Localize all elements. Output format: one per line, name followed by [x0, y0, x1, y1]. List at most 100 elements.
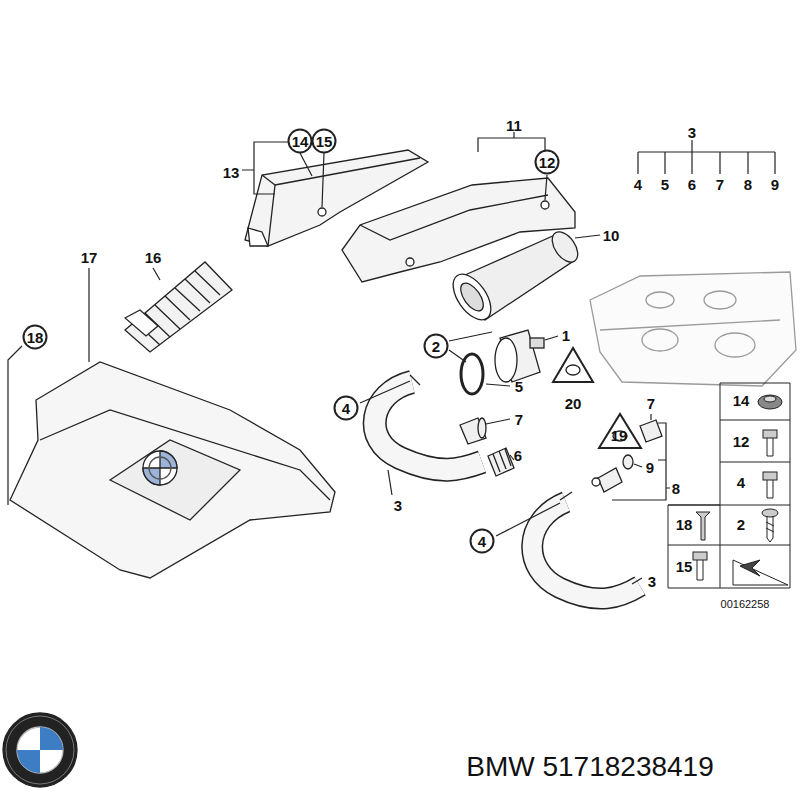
fastener-table [763, 430, 777, 438]
engine-cover [10, 362, 335, 578]
intake-hose [375, 375, 640, 599]
engine-cover [143, 468, 160, 485]
brand-logo [3, 713, 77, 787]
callout-circle-outline [335, 397, 358, 420]
callout-number: 5 [661, 177, 669, 192]
callout-circle: 4 [469, 528, 495, 554]
callout-number: 15 [676, 559, 693, 574]
leader-line [545, 175, 547, 200]
callout-number: 00162258 [721, 599, 770, 610]
callout-circle-outline [471, 530, 494, 553]
small-part [598, 468, 622, 492]
callout-number: 14 [292, 134, 309, 149]
small-part [488, 448, 514, 476]
fastener-table [764, 396, 776, 402]
air-mass-meter [461, 354, 483, 394]
filter-housing [406, 258, 414, 266]
valve-cover [646, 292, 674, 308]
callout-number: 19 [611, 428, 628, 443]
warning-label [566, 365, 580, 375]
fastener-table [767, 480, 773, 498]
callout-number: 6 [688, 177, 696, 192]
callout-number: 18 [27, 330, 44, 345]
callout-number: 10 [603, 228, 620, 243]
fastener-table [740, 560, 760, 576]
valve-cover [590, 272, 796, 386]
intake-duct [275, 158, 420, 185]
fastener-table [762, 509, 778, 517]
fastener-table [668, 383, 790, 588]
callout-number: 3 [394, 498, 402, 513]
warning-label [553, 348, 593, 382]
leader-line [360, 381, 410, 403]
callout-number: 2 [737, 517, 745, 532]
brand-logo [40, 727, 63, 750]
engine-cover [10, 362, 335, 578]
leader-line [634, 464, 642, 467]
small-part [478, 418, 486, 438]
engine-cover [160, 451, 177, 468]
brand-logo [17, 750, 40, 773]
leader-line [486, 419, 510, 424]
fastener-table [696, 512, 710, 540]
warning-label [599, 414, 641, 448]
brand-logo [3, 713, 77, 787]
small-part [460, 418, 486, 444]
fastener-table [668, 383, 790, 588]
filter-housing [541, 201, 549, 209]
brand-logo [17, 727, 63, 773]
leader-line [153, 268, 160, 280]
air-mass-meter [530, 338, 544, 348]
bellows-hose [125, 262, 232, 352]
parts-illustration [3, 132, 796, 787]
intake-hose [410, 375, 420, 385]
callout-circle-outline [425, 335, 448, 358]
brand-logo [6, 716, 74, 784]
leader-line [486, 384, 510, 386]
callout-circle-outline [536, 151, 559, 174]
bellows-hose [125, 310, 158, 336]
part-number: BMW 51718238419 [466, 753, 714, 781]
callout-number: 6 [514, 448, 522, 463]
callout-number: 12 [539, 155, 556, 170]
callout-circle: 4 [333, 395, 359, 421]
filter-element [547, 227, 583, 266]
callout-number: 1 [562, 328, 570, 343]
callout-number: 20 [565, 396, 582, 411]
fastener-table [758, 395, 782, 409]
callout-circle: 12 [534, 149, 560, 175]
filter-element [456, 279, 487, 314]
leader-line [8, 132, 775, 584]
engine-cover [143, 451, 177, 485]
intake-duct [248, 228, 268, 246]
callout-number: 2 [432, 339, 440, 354]
callout-number: 13 [223, 165, 240, 180]
leader-line [496, 503, 560, 536]
fastener-table [693, 552, 707, 560]
leader-line [575, 235, 600, 238]
callout-circle-outline [24, 326, 47, 349]
callout-number: 8 [672, 481, 680, 496]
callout-number: 4 [634, 177, 642, 192]
callout-circle: 14 [287, 128, 313, 154]
intake-hose [560, 492, 572, 500]
callout-circle: 15 [311, 128, 337, 154]
leader-line [650, 414, 651, 420]
small-part [623, 455, 633, 469]
small-part [592, 478, 600, 486]
air-mass-meter [461, 330, 544, 394]
callout-number: 18 [676, 517, 693, 532]
intake-hose [532, 502, 640, 599]
engine-cover [110, 440, 240, 520]
callout-number: 15 [316, 134, 333, 149]
leader-line [510, 455, 514, 460]
fastener-table [766, 516, 774, 542]
callout-circle-outline [289, 130, 312, 153]
callout-number: 9 [646, 460, 654, 475]
valve-cover [715, 333, 755, 357]
small-part [460, 418, 662, 492]
callout-circle: 2 [423, 333, 449, 359]
callout-number: 5 [515, 379, 523, 394]
